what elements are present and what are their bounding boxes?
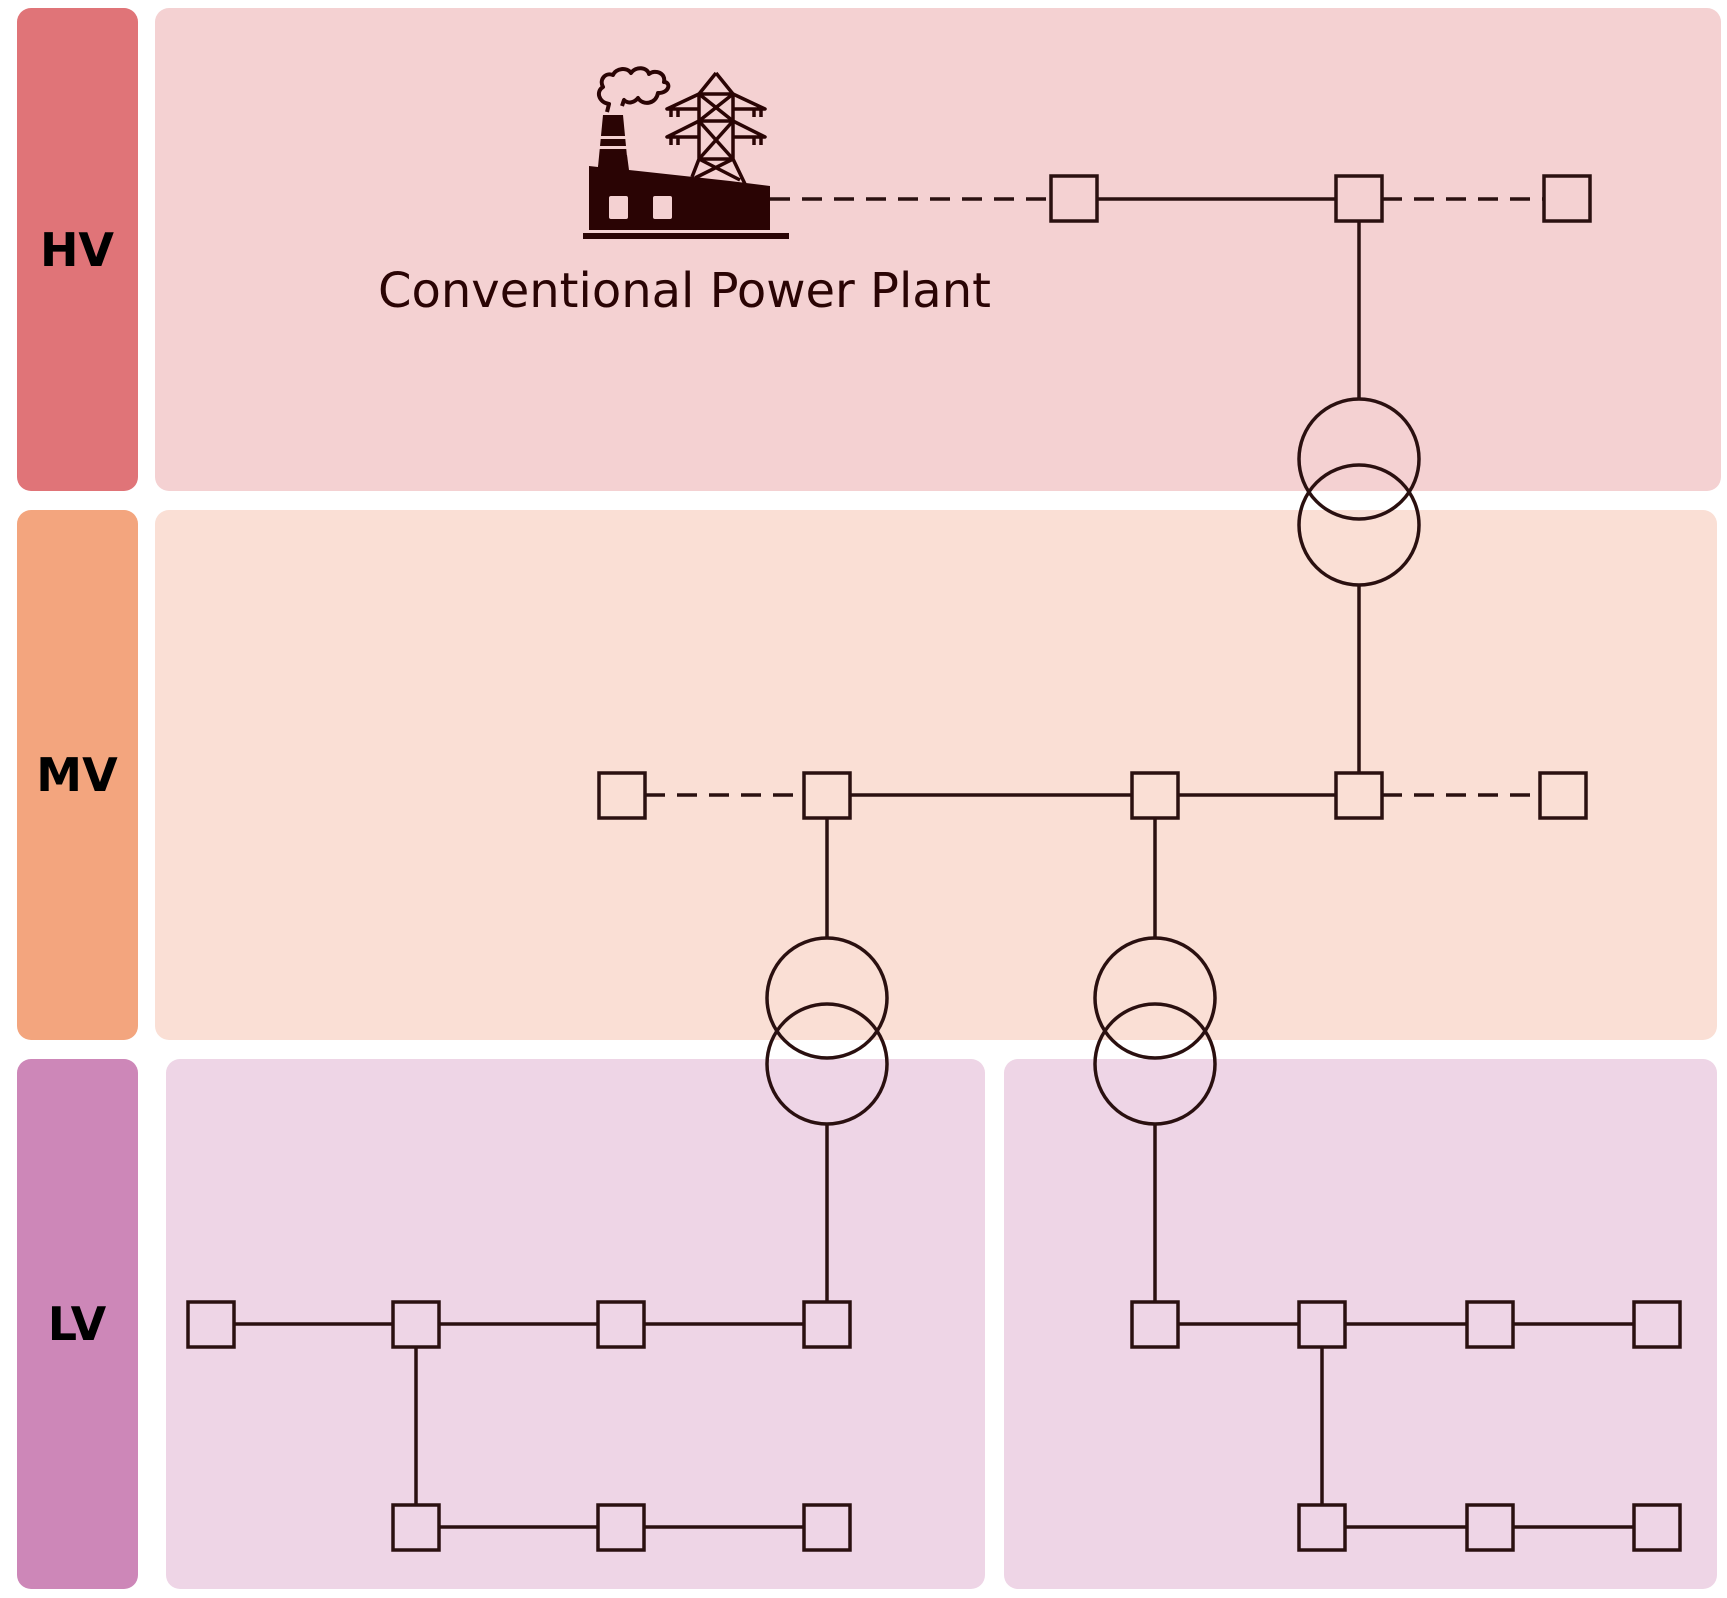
transformer-mv-lv-right-secondary-icon [1093,1002,1217,1126]
lv-right-node-3 [1465,1300,1515,1349]
mv-node-3 [1130,771,1180,820]
lv-left-node-5 [391,1503,441,1552]
hv-node-3 [1542,174,1592,223]
mv-zone [155,510,1717,1040]
transformer-mv-lv-left [765,936,889,1126]
transformer-mv-lv-left-primary-icon [765,936,889,1060]
transformer-mv-lv-right [1093,936,1217,1126]
transformer-hv-mv [1297,397,1421,587]
mv-label: MV [36,748,118,802]
lv-left-node-1 [186,1300,236,1349]
hv-node-1 [1049,174,1099,223]
hv-label-bar [17,8,138,491]
lv-left-node-7 [802,1503,852,1552]
lv-right-node-6 [1465,1503,1515,1552]
hv-node-2 [1334,174,1384,223]
lv-label-bar [17,1059,138,1589]
transformer-hv-mv-secondary-icon [1297,463,1421,587]
hv-label: HV [40,223,114,277]
lv-right-node-5 [1297,1503,1347,1552]
transformer-mv-lv-right-primary-icon [1093,936,1217,1060]
lv-right-node-4 [1632,1300,1682,1349]
lv-left-node-2 [391,1300,441,1349]
lv-right-node-1 [1130,1300,1180,1349]
mv-node-5 [1538,771,1588,820]
mv-label-bar [17,510,138,1040]
lv-left-node-4 [802,1300,852,1349]
transformer-hv-mv-primary-icon [1297,397,1421,521]
mv-node-1 [597,771,647,820]
mv-node-4 [1334,771,1384,820]
lv-right-node-2 [1297,1300,1347,1349]
transformer-mv-lv-left-secondary-icon [765,1002,889,1126]
lv-left-node-3 [596,1300,646,1349]
lv-right-node-7 [1632,1503,1682,1552]
lv-left-node-6 [596,1503,646,1552]
lv-label: LV [48,1297,107,1351]
mv-node-2 [802,771,852,820]
power-plant-label: Conventional Power Plant [378,263,991,319]
power-plant-with-pylon-icon [583,66,789,239]
hv-zone [155,8,1721,491]
